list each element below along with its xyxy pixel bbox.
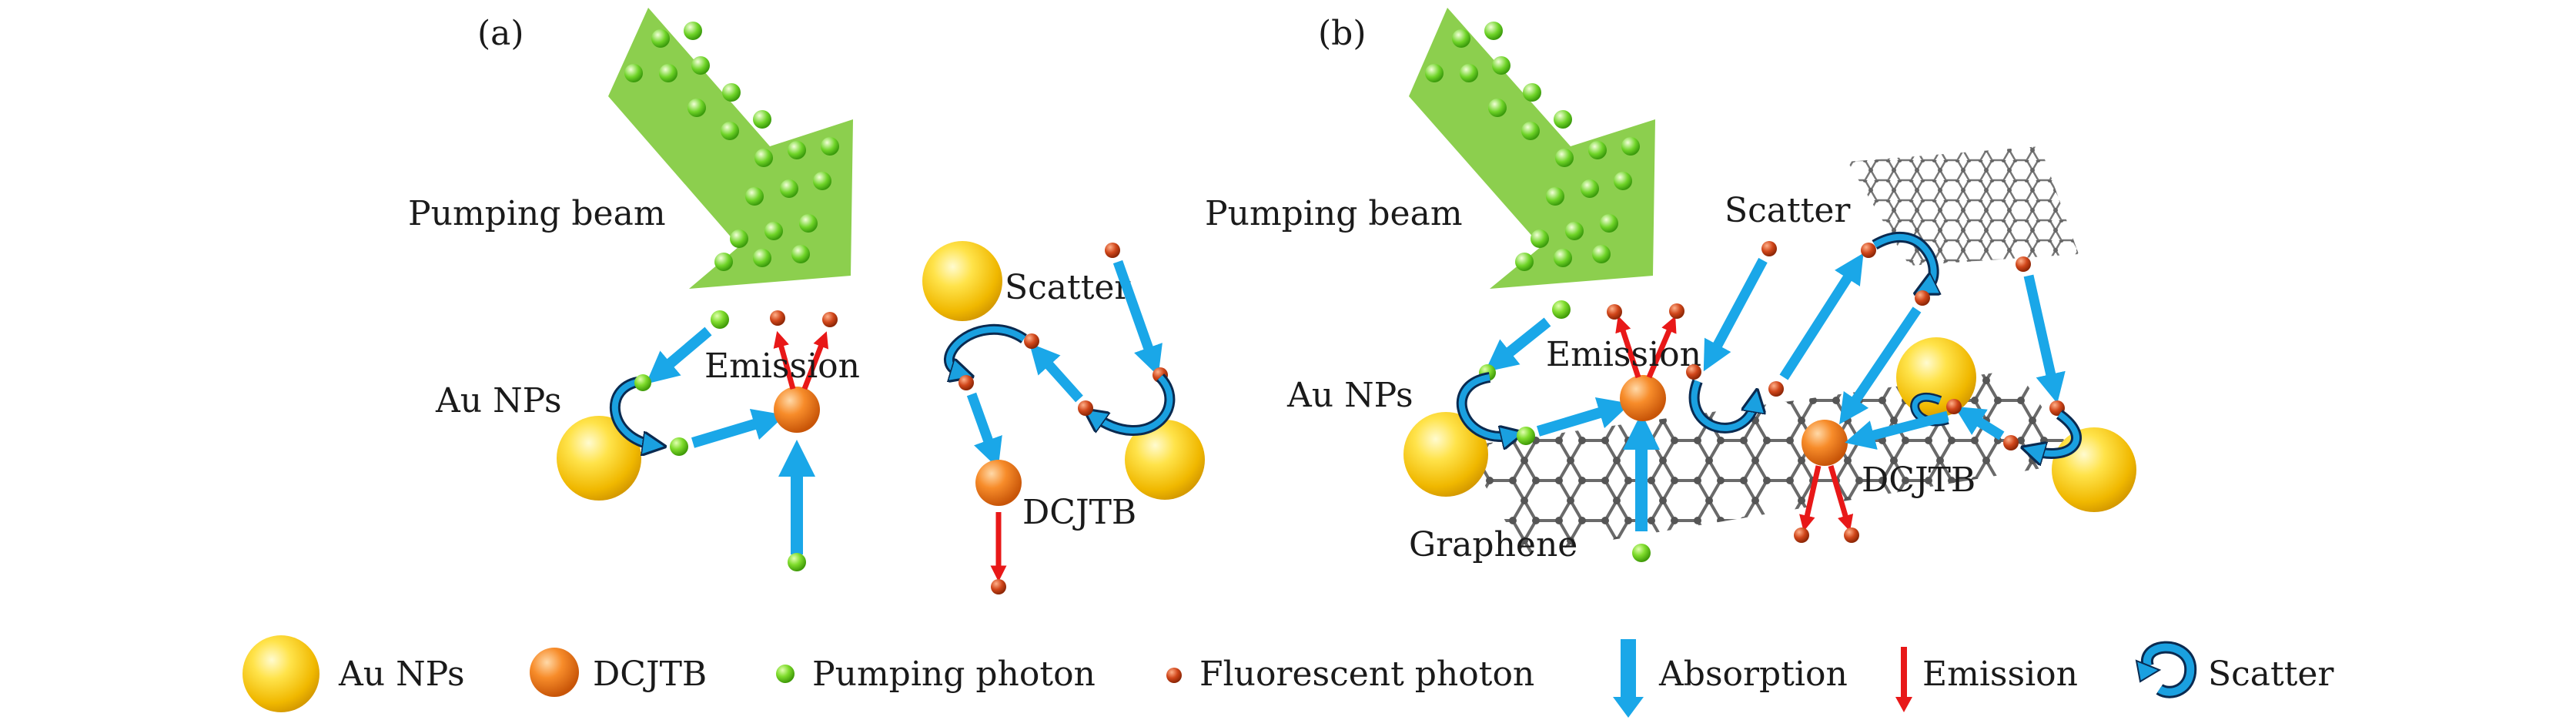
- legend-emission-label: Emission: [1922, 655, 2078, 694]
- panel-b-pump-beam-arrow: [1409, 8, 1655, 289]
- panel-a-dcjtb-molecule: [774, 387, 820, 433]
- panel-a-au-np-bottom: [1125, 420, 1205, 500]
- panel-b-au-np-right: [2052, 427, 2136, 512]
- legend-absorption-label: Absorption: [1658, 655, 1848, 694]
- panel-a: (a) Pumping beam Au NPs: [408, 8, 1205, 594]
- legend-scatter-swatch: [2135, 641, 2197, 698]
- panel-b-tag: (b): [1318, 14, 1367, 53]
- panel-a-emission-arrow: [773, 330, 796, 390]
- panel-a-tag: (a): [477, 14, 524, 53]
- legend-dcjtb-label: DCJTB: [593, 655, 707, 694]
- panel-b: (b) Pumping beam Au NPs: [1205, 8, 2136, 564]
- legend: Au NPs DCJTB Pumping photon Fluorescent …: [243, 635, 2334, 718]
- panel-a-dcjtb-right: [975, 460, 1022, 506]
- panel-a-pump-beam-arrow: [608, 8, 853, 289]
- panel-a-pump-label: Pumping beam: [408, 194, 666, 233]
- panel-b-graphene-label: Graphene: [1409, 525, 1577, 564]
- panel-a-scatter-label: Scatter: [1005, 268, 1131, 307]
- panel-b-scatter-label: Scatter: [1725, 191, 1851, 230]
- panel-b-emission-label: Emission: [1546, 335, 1701, 374]
- panel-b-au-label: Au NPs: [1286, 376, 1413, 415]
- legend-au-swatch: [243, 635, 319, 712]
- panel-a-au-np-top: [922, 241, 1002, 321]
- panel-a-au-label: Au NPs: [435, 381, 562, 420]
- panel-a-emission-label: Emission: [704, 347, 860, 386]
- panel-a-au-np: [557, 416, 641, 501]
- panel-b-graphene-flake: [1848, 146, 2079, 266]
- panel-b-scatter-loop: [1691, 380, 1755, 431]
- panel-a-scatter-loop-right: [1093, 375, 1173, 434]
- panel-a-absorption-arrow: [645, 327, 712, 384]
- panel-b-dcjtb-label: DCJTB: [1862, 460, 1975, 500]
- legend-au-label: Au NPs: [338, 655, 465, 694]
- panel-b-dcjtb-right: [1802, 420, 1848, 466]
- panel-b-au-np-middle: [1896, 337, 1976, 417]
- legend-scatter-label: Scatter: [2208, 655, 2334, 694]
- legend-pump-photon-swatch: [776, 665, 795, 683]
- panel-b-dcjtb-left: [1620, 375, 1666, 421]
- panel-a-pump-photon: [711, 310, 729, 329]
- legend-fluor-photon-swatch: [1166, 668, 1182, 683]
- panel-b-pump-label: Pumping beam: [1205, 194, 1463, 233]
- panel-a-dcjtb-label: DCJTB: [1022, 493, 1136, 532]
- legend-dcjtb-swatch: [530, 648, 579, 697]
- legend-pump-photon-label: Pumping photon: [812, 655, 1096, 694]
- legend-fluor-photon-label: Fluorescent photon: [1199, 655, 1534, 694]
- panel-b-au-np-left: [1403, 412, 1488, 497]
